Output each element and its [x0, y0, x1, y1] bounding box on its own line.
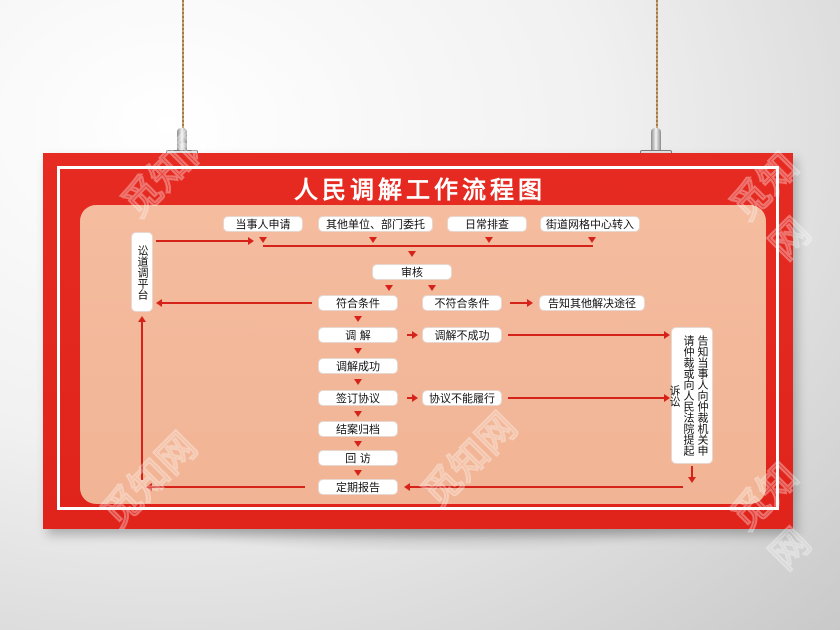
arrow-left-icon	[156, 299, 162, 307]
agreement-fail-box: 协议不能履行	[422, 390, 502, 406]
arrow-down-icon	[588, 237, 596, 243]
arrow-right-icon	[248, 237, 254, 245]
arrow-down-icon	[369, 237, 377, 243]
other-ways-box: 告知其他解决途径	[539, 295, 645, 311]
mediation-platform-box: 讼道调平台	[131, 232, 153, 312]
mediate-success-box: 调解成功	[318, 358, 398, 374]
notice-to-report-line	[410, 486, 683, 488]
binder-clip-right-top	[651, 128, 661, 154]
mediate-fail-to-notice-line	[508, 334, 665, 336]
hanging-string-left	[182, 0, 184, 130]
arrow-down-icon	[408, 251, 416, 257]
hanging-string-right	[656, 0, 658, 130]
source-box-applicant: 当事人申请	[223, 216, 303, 232]
source-box-grid-center: 街道网格中心转入	[540, 216, 640, 232]
arrow-down-icon	[428, 285, 436, 291]
sign-arrow-line	[407, 397, 413, 399]
unqualified-to-other-line	[510, 302, 528, 304]
arrow-right-icon	[664, 331, 670, 339]
arrow-down-icon	[354, 441, 362, 447]
arrow-down-icon	[688, 477, 696, 483]
review-box: 审核	[372, 264, 452, 280]
qualified-to-platform-line	[162, 302, 312, 304]
arrow-down-icon	[354, 411, 362, 417]
arrow-right-icon	[412, 394, 418, 402]
merge-line	[263, 245, 593, 247]
arrow-right-icon	[412, 331, 418, 339]
arrow-down-icon	[485, 237, 493, 243]
arrow-right-icon	[664, 394, 670, 402]
mediate-box: 调 解	[318, 327, 398, 343]
arrow-down-icon	[385, 285, 393, 291]
sign-agreement-box: 签订协议	[318, 390, 398, 406]
notice-down-line	[691, 466, 693, 478]
source-box-inspection: 日常排查	[447, 216, 527, 232]
arrow-down-icon	[259, 237, 267, 243]
follow-up-box: 回 访	[318, 450, 398, 466]
arrow-left-icon	[146, 483, 152, 491]
platform-up-line	[141, 322, 143, 480]
source-box-entrusted: 其他单位、部门委托	[318, 216, 433, 232]
archive-box: 结案归档	[318, 421, 398, 437]
poster-white-frame	[57, 166, 779, 510]
arrow-down-icon	[354, 379, 362, 385]
arrow-down-icon	[354, 348, 362, 354]
flowchart-panel	[80, 205, 766, 504]
arrow-up-icon	[138, 316, 146, 322]
qualified-box: 符合条件	[318, 295, 398, 311]
arbitration-notice-box: 告知当事人向仲裁机关申请仲裁或向人民法院提起诉讼	[668, 327, 713, 464]
arrow-left-icon	[404, 483, 410, 491]
mediate-arrow-line	[407, 334, 413, 336]
report-to-platform-line	[152, 486, 305, 488]
arrow-down-icon	[354, 316, 362, 322]
arrow-right-icon	[527, 299, 533, 307]
unqualified-box: 不符合条件	[422, 295, 502, 311]
arrow-down-icon	[354, 470, 362, 476]
platform-to-applicant-line	[156, 240, 248, 242]
report-box: 定期报告	[318, 479, 398, 495]
agreement-fail-to-notice-line	[508, 397, 665, 399]
poster-title: 人民调解工作流程图	[294, 176, 546, 204]
mediate-fail-box: 调解不成功	[422, 327, 502, 343]
binder-clip-left-top	[177, 128, 187, 154]
